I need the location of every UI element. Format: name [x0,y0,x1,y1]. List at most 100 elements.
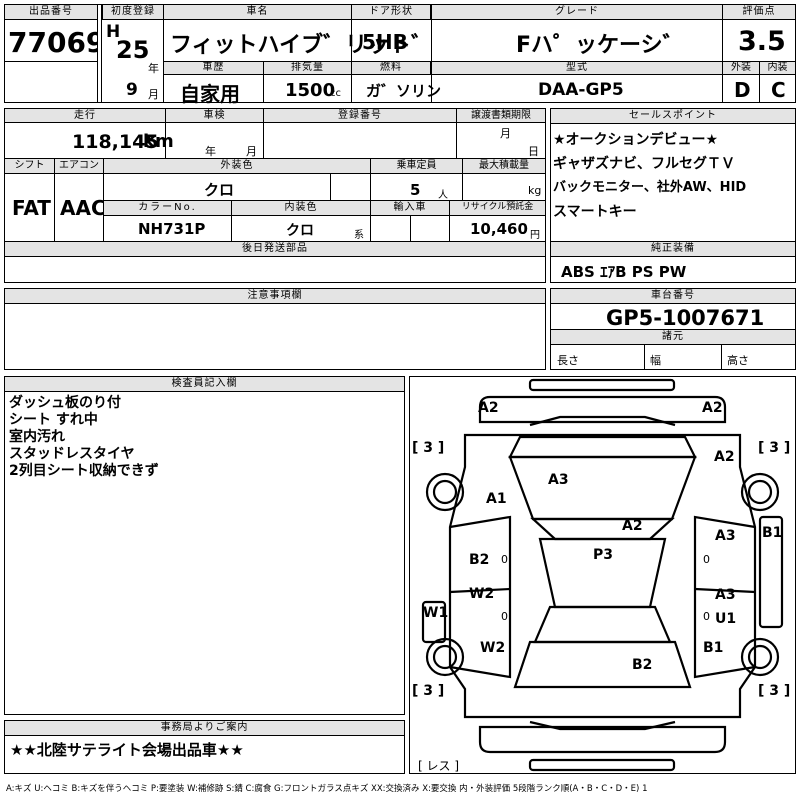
tire-rear-left: [ 3 ] [412,683,445,699]
mark-windshield: A2 [622,518,643,534]
mileage-label: 走行 [4,108,166,123]
chassis-label: 車台番号 [550,288,796,304]
grade-label: グレード [431,4,723,20]
recycle-unit: 円 [530,230,540,241]
inspector-list: ダッシュ板のり付 シート すれ中 室内汚れ スタッドレスタイヤ 2列目シート収納… [9,395,159,480]
lot-number: 77069 [8,26,98,59]
shift: FAT [12,196,51,220]
score: 3.5 [738,26,786,57]
shift-label: シフト [4,158,55,174]
ac: AAC [60,196,106,220]
mark-left-front-door: B2 [469,552,490,568]
mark-trunk: B2 [632,657,653,673]
interior-color-label: 内装色 [231,200,371,216]
chassis-number: GP5-1007671 [606,306,765,330]
exterior-grade: D [734,78,751,102]
transfer-label: 譲渡書類期限 [456,108,546,123]
sales-line: スマートキー [553,204,637,220]
sales-line: バックモニター、社外AW、HID [553,180,747,195]
transfer-month: 月 [500,127,511,140]
doors-label: ドア形状 [351,4,431,20]
inspector-line: ダッシュ板のり付 [9,395,121,411]
mark-right-rear-door-u: U1 [715,611,737,627]
interior-color: クロ [286,223,314,239]
spec-height: 高さ [727,354,749,367]
mark-num: 0 [703,553,710,566]
car-outline [421,378,784,772]
reg-month: 9 [126,80,138,100]
recycle-label: リサイクル預託金 [449,200,546,216]
damage-legend: A:キズ U:ヘコミ B:キズを伴うヘコミ P:要塗装 W:補修跡 S:錆 C:… [6,784,648,794]
load-label: 最大積載量 [462,158,546,174]
history-label: 車歴 [163,61,264,75]
mark-right-rear-door: A3 [715,587,736,603]
spec-length: 長さ [557,354,579,367]
transfer-day: 日 [528,145,539,158]
doors: 5HB [362,30,408,54]
month-unit: 月 [148,88,159,101]
equipment: ABS ｴｱB PS PW [561,263,687,281]
mileage: 118,145 [72,131,159,153]
model-label: 型式 [431,61,723,75]
regno-label: 登録番号 [263,108,457,123]
era-mark: H [106,22,121,42]
inspection-month-unit: 月 [246,145,257,158]
notes-label: 注意事項欄 [4,288,546,304]
sales-label: セールスポイント [550,108,796,124]
import-label: 輸入車 [370,200,450,216]
mark-num: 0 [501,553,508,566]
interior-color-unit: 系 [354,230,364,241]
equipment-label: 純正装備 [550,241,796,257]
damage-diagram: A2 A2 A2 A3 A1 A2 P3 A3 B1 B2 W2 W1 A3 U… [409,376,796,774]
sales-line: ★オークションデビュー★ [553,132,719,148]
color: クロ [204,181,235,199]
ac-label: エアコン [54,158,104,174]
inspection-year-unit: 年 [205,145,216,158]
mark-roof: P3 [593,547,614,563]
tire-front-right: [ 3 ] [758,440,791,456]
inspector-line: 室内汚れ [9,429,65,445]
inspector-line: シート すれ中 [9,412,98,428]
recycle: 10,460 [470,220,528,238]
history: 自家用 [180,82,240,106]
mark-front-right: A2 [702,400,723,416]
reg-year: 25 [116,36,150,64]
mark-left-front-fender: A1 [486,491,507,507]
score-label: 評価点 [722,4,796,20]
first-reg-label: 初度登録 [102,4,164,20]
displacement: 1500 [285,80,336,101]
capacity-unit: 人 [438,190,448,201]
inspector-label: 検査員記入欄 [4,376,405,392]
load-unit: kg [528,184,542,197]
car-name-label: 車名 [163,4,352,20]
fuel: ガ゛ソリン [366,82,442,100]
year-unit: 年 [148,62,159,75]
mark-num: 0 [703,610,710,623]
mark-right-quarter: B1 [703,640,724,656]
color-label: 外装色 [103,158,371,174]
fuel-label: 燃料 [351,61,431,75]
lot-label: 出品番号 [4,4,98,20]
mark-front-left: A2 [478,400,499,416]
tire-rear-right: [ 3 ] [758,683,791,699]
interior-label: 内装 [759,61,796,75]
sales-list: ★オークションデビュー★ ギャザズナビ、フルセグＴＶ バックモニター、社外AW、… [553,128,746,224]
spare-tire: [ レス ] [418,759,460,773]
mark-right-pillar: B1 [762,525,783,541]
mark-num: 0 [501,610,508,623]
grade: Fハ゜ッケーシ゛ [516,33,685,58]
inspection-label: 車検 [165,108,264,123]
mileage-unit: km [143,131,174,152]
color-no: NH731P [138,220,206,238]
mark-hood: A3 [548,472,569,488]
capacity: 5 [410,181,421,199]
colorno-label: カラーNo. [103,200,232,216]
model: DAA-GP5 [538,80,624,100]
office-label: 事務局よりご案内 [4,720,405,736]
inspector-line: 2列目シート収納できず [9,463,159,479]
exterior-label: 外装 [722,61,760,75]
displacement-label: 排気量 [263,61,352,75]
car-name: フィットハイブ゛リット゛ [170,33,434,58]
mark-left-rear-window: W2 [480,640,506,656]
mark-right-front-fender: A2 [714,449,735,465]
